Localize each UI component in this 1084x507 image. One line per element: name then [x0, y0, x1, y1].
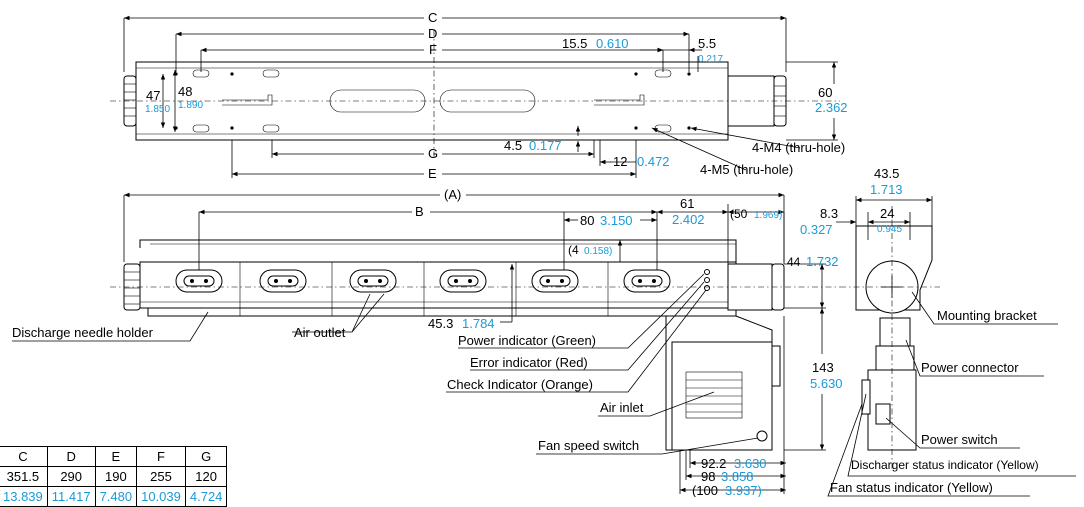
- dim-100-inch: 3.937): [725, 483, 762, 497]
- top-view-labels: C D F G E 47 1.850 48 1.890 60 2.362 15.…: [145, 10, 848, 181]
- dim-4-label: (4: [568, 243, 579, 257]
- dim-24-inch: 0.945: [877, 224, 902, 235]
- dim-43-5-label: 43.5: [874, 166, 899, 181]
- dim-48-label: 48: [178, 84, 192, 99]
- side-view-labels: 43.5 1.713 24 0.945 8.3 0.327: [800, 166, 903, 237]
- dim-12-inch: 0.472: [637, 154, 670, 169]
- fan-speed-switch-label: Fan speed switch: [538, 438, 639, 453]
- discharge-needle-holder-label: Discharge needle holder: [12, 325, 154, 340]
- dim-80-inch: 3.150: [600, 213, 633, 228]
- top-view: [110, 15, 840, 178]
- dim-50-label: (50: [730, 207, 748, 221]
- mounting-bracket-label: Mounting bracket: [937, 308, 1037, 323]
- table-header-cell: D: [46, 446, 96, 467]
- dim-15-5-label: 15.5: [562, 36, 587, 51]
- table-header-cell: C: [0, 446, 48, 467]
- dim-92-2-label: 92.2: [701, 456, 726, 471]
- side-view: [827, 196, 1076, 497]
- dim-12-label: 12: [613, 154, 627, 169]
- table-header-row: C D E F G: [0, 446, 228, 467]
- dim-8-3-inch: 0.327: [800, 222, 833, 237]
- dim-15-5-inch: 0.610: [596, 36, 629, 51]
- m4-thru-hole-label: 4-M4 (thru-hole): [752, 140, 845, 155]
- dim-143-label: 143: [812, 360, 834, 375]
- discharger-status-indicator-label: Discharger status indicator (Yellow): [851, 458, 1039, 472]
- power-connector-label: Power connector: [921, 360, 1019, 375]
- table-header-cell: F: [136, 446, 186, 467]
- table-row-mm: 351.5 290 190 255 120: [0, 466, 228, 487]
- dim-5-5-label: 5.5: [698, 36, 716, 51]
- dim-47-inch: 1.850: [145, 104, 170, 115]
- dim-5-5-inch: 0.217: [698, 54, 723, 65]
- dim-98-label: 98: [701, 469, 715, 484]
- dim-a-label: (A): [444, 187, 461, 202]
- dim-92-2-inch: 3.630: [734, 456, 767, 471]
- dim-4-5-inch: 0.177: [529, 138, 562, 153]
- dim-98-inch: 3.858: [721, 469, 754, 484]
- dim-47-label: 47: [146, 88, 160, 103]
- air-inlet-label: Air inlet: [600, 400, 644, 415]
- dim-50-inch: 1.969): [754, 210, 782, 221]
- air-outlet-nozzles: [175, 269, 671, 293]
- dim-8-3-label: 8.3: [820, 206, 838, 221]
- front-view-labels: (A) B 80 3.150 61 2.402 (50 1.969) (4 0.…: [415, 187, 843, 497]
- fan-status-indicator-label: Fan status indicator (Yellow): [830, 480, 993, 495]
- dim-80-label: 80: [580, 213, 594, 228]
- table-cell: 190: [94, 466, 138, 487]
- table-cell: 290: [46, 466, 96, 487]
- dim-45-3-label: 45.3: [428, 316, 453, 331]
- dim-100-label: (100: [692, 483, 718, 497]
- error-indicator-label: Error indicator (Red): [470, 355, 588, 370]
- dim-44-label: 44: [787, 255, 801, 269]
- dim-b-label: B: [415, 204, 424, 219]
- dim-143-inch: 5.630: [810, 376, 843, 391]
- air-outlet-label: Air outlet: [294, 325, 346, 340]
- dim-e-label: E: [428, 166, 437, 181]
- power-switch-label: Power switch: [921, 432, 998, 447]
- dim-44-inch: 1.732: [806, 254, 839, 269]
- m5-thru-hole-label: 4-M5 (thru-hole): [700, 162, 793, 177]
- dim-61-inch: 2.402: [672, 212, 705, 227]
- power-indicator-label: Power indicator (Green): [458, 333, 596, 348]
- dim-61-label: 61: [680, 196, 694, 211]
- dim-g-label: G: [428, 146, 438, 161]
- dim-f-label: F: [429, 42, 437, 57]
- dim-60-label: 60: [818, 85, 832, 100]
- table-cell: 351.5: [0, 466, 48, 487]
- dim-4-5-label: 4.5: [504, 138, 522, 153]
- dim-d-label: D: [428, 26, 437, 41]
- dim-45-3-inch: 1.784: [462, 316, 495, 331]
- table-cell: 255: [136, 466, 186, 487]
- dim-43-5-inch: 1.713: [870, 182, 903, 197]
- dim-4-inch: 0.158): [584, 246, 612, 257]
- front-view: [12, 192, 840, 494]
- check-indicator-label: Check Indicator (Orange): [447, 377, 593, 392]
- table-header-cell: E: [94, 446, 138, 467]
- dimension-table: C D E F G 351.5 290 190 255 120 13.839 1…: [0, 446, 228, 507]
- callout-labels: Discharge needle holder Air outlet Power…: [12, 308, 1039, 495]
- table-header-cell: G: [184, 446, 228, 467]
- table-cell: 120: [184, 466, 228, 487]
- dim-24-label: 24: [880, 206, 894, 221]
- dim-60-inch: 2.362: [815, 100, 848, 115]
- dim-48-inch: 1.890: [178, 100, 203, 111]
- dim-c-label: C: [428, 10, 437, 25]
